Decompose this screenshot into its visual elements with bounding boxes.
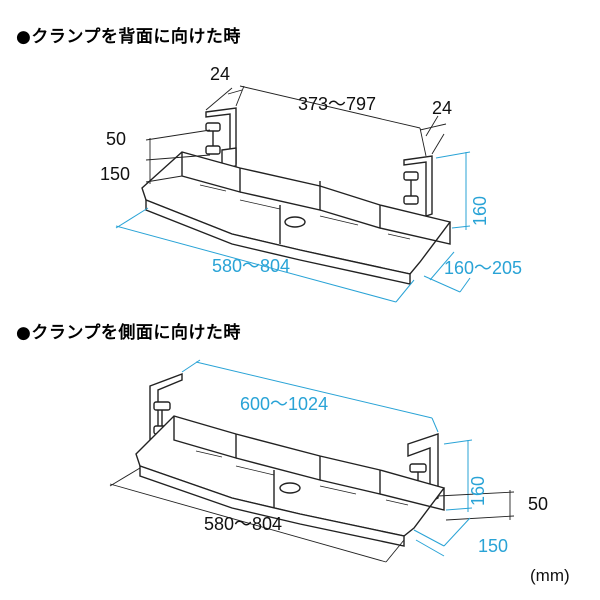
dim-side-overall-length: 600〜1024: [240, 394, 328, 414]
dim-back-clamp-height-upper: 50: [106, 129, 126, 149]
dim-side-tray-depth: 150: [478, 536, 508, 556]
back-view-drawing: [141, 107, 452, 285]
dim-back-tray-length: 580〜804: [212, 256, 290, 276]
dim-back-clamp-height-lower: 150: [100, 164, 130, 184]
left-clamp: [205, 107, 237, 169]
heading-back-view: ●クランプを背面に向けた時: [16, 27, 241, 47]
dim-back-clamp-spacing: 373〜797: [298, 94, 376, 114]
right-clamp: [403, 155, 433, 217]
dim-back-clamp-width-left: 24: [210, 64, 230, 84]
unit-label: (mm): [530, 566, 570, 585]
tray-side: [135, 415, 446, 547]
side-view-drawing: [135, 372, 446, 547]
dim-side-tray-height: 160: [468, 476, 488, 506]
dim-back-tray-height: 160: [470, 196, 490, 226]
tray-back: [141, 151, 452, 285]
back-view-dimensions: [115, 85, 471, 303]
dim-side-tray-length: 580〜804: [204, 514, 282, 534]
dim-side-clamp-offset: 50: [528, 494, 548, 514]
dim-back-tray-depth: 160〜205: [444, 258, 522, 278]
dim-back-clamp-width-right: 24: [432, 98, 452, 118]
side-view-dimensions: [109, 359, 515, 563]
heading-side-view: ●クランプを側面に向けた時: [16, 323, 241, 343]
